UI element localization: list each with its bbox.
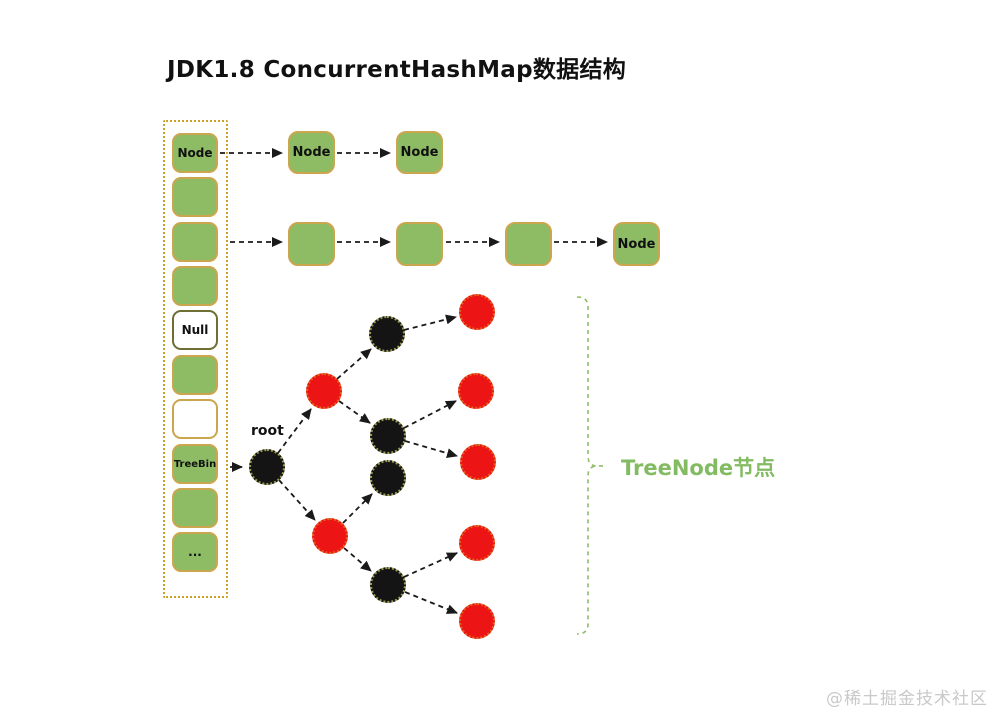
treenode-bracket: [576, 296, 606, 635]
tree-node-red-upper: [306, 373, 342, 409]
bucket-cell: [172, 222, 218, 262]
tree-node-root-black: [249, 449, 285, 485]
bucket-cell-label: ...: [188, 545, 202, 559]
watermark-text: @稀土掘金技术社区: [826, 689, 988, 709]
tree-node-red-leaf-3: [460, 444, 496, 480]
tree-node-red-lower: [312, 518, 348, 554]
treenode-bracket-label: TreeNode节点: [621, 456, 776, 480]
bucket-cell-treebin: TreeBin: [172, 444, 218, 484]
list-node-box: Node: [288, 131, 335, 174]
tree-node-black-bottom: [370, 567, 406, 603]
linked-list-arrows: [220, 148, 608, 472]
tree-node-red-leaf-1: [459, 294, 495, 330]
list-node-label: Node: [292, 145, 331, 160]
tree-node-black-mid: [370, 418, 406, 454]
tree-node-black-mid-lower: [370, 460, 406, 496]
list-node-label: Node: [617, 236, 656, 252]
bucket-cell-null: Null: [172, 310, 218, 350]
tree-node-red-leaf-4: [459, 525, 495, 561]
root-label: root: [251, 423, 284, 439]
list-node-box: [505, 222, 552, 266]
bucket-cell-empty: [172, 399, 218, 439]
bucket-cell: [172, 355, 218, 395]
list-node-box: Node: [613, 222, 660, 266]
list-node-box: [396, 222, 443, 266]
list-node-label: Node: [400, 145, 439, 160]
tree-node-red-leaf-2: [458, 373, 494, 409]
bucket-cell-ellipsis: ...: [172, 532, 218, 572]
tree-edge-arrows: [277, 314, 458, 614]
diagram-title: JDK1.8 ConcurrentHashMap数据结构: [167, 57, 627, 83]
tree-node-black-top: [369, 316, 405, 352]
bucket-cell-label: TreeBin: [173, 458, 217, 470]
bucket-cell-node: Node: [172, 133, 218, 173]
bucket-array-container: [163, 120, 228, 598]
bucket-cell-label: Node: [177, 146, 213, 160]
bucket-cell: [172, 177, 218, 217]
bucket-cell: [172, 266, 218, 306]
tree-node-red-leaf-5: [459, 603, 495, 639]
bucket-cell-label: Null: [181, 323, 209, 337]
list-node-box: [288, 222, 335, 266]
list-node-box: Node: [396, 131, 443, 174]
bucket-cell: [172, 488, 218, 528]
